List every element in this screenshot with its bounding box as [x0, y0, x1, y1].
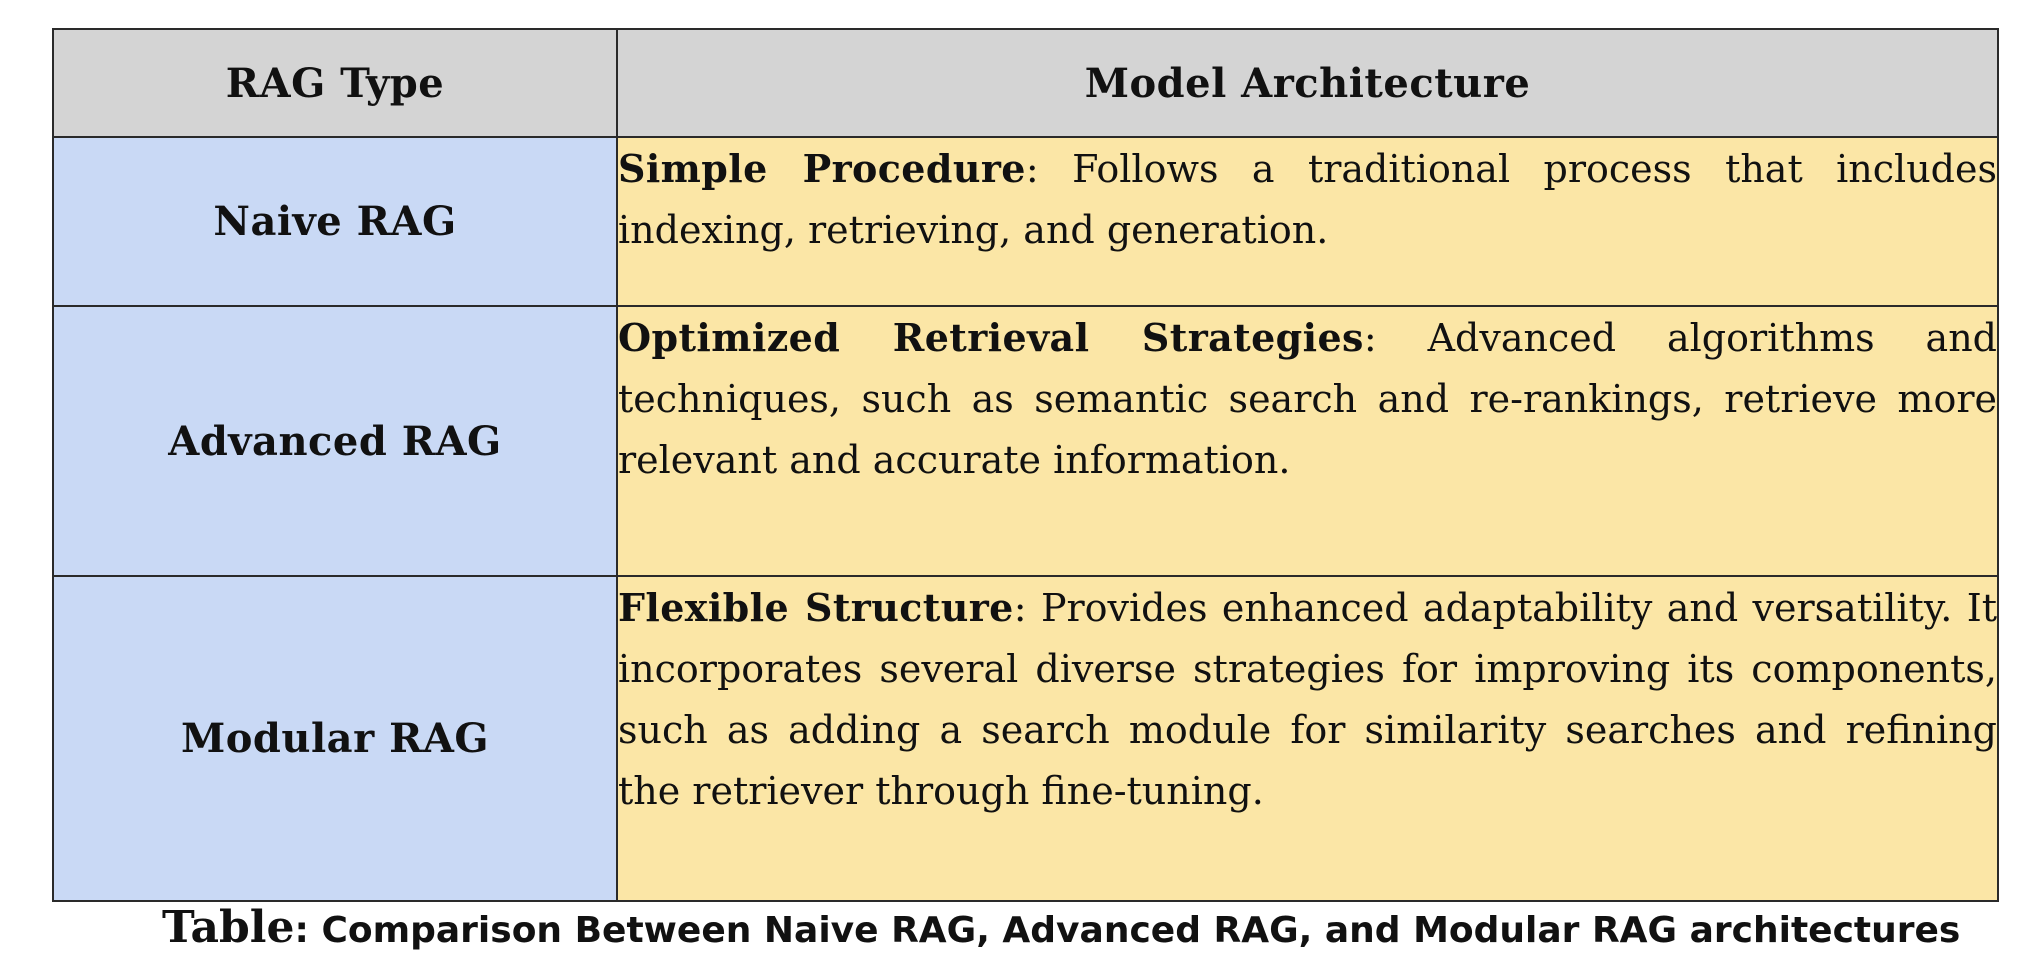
architecture-cell: Optimized Retrieval Strategies: Advanced…	[616, 305, 1999, 577]
table-header-row: RAG Type Model Architecture	[52, 28, 1999, 138]
architecture-title: Simple Procedure	[618, 146, 1026, 191]
rag-type-cell: Modular RAG	[52, 575, 618, 902]
table-caption: Table: Comparison Between Naive RAG, Adv…	[162, 902, 1960, 953]
header-rag-type: RAG Type	[52, 28, 618, 138]
architecture-description: : Follows a traditional process that inc…	[618, 147, 1997, 252]
rag-type-cell: Advanced RAG	[52, 305, 618, 577]
caption-label: Table	[162, 902, 295, 953]
architecture-description: : Provides enhanced adaptability and ver…	[618, 586, 1997, 813]
table-row: Advanced RAG Optimized Retrieval Strateg…	[52, 305, 1999, 577]
architecture-title: Optimized Retrieval Strategies	[618, 315, 1364, 360]
table-row: Naive RAG Simple Procedure: Follows a tr…	[52, 136, 1999, 307]
architecture-cell: Flexible Structure: Provides enhanced ad…	[616, 575, 1999, 902]
rag-type-cell: Naive RAG	[52, 136, 618, 307]
architecture-cell: Simple Procedure: Follows a traditional …	[616, 136, 1999, 307]
rag-comparison-table: RAG Type Model Architecture Naive RAG Si…	[52, 28, 1999, 902]
table-row: Modular RAG Flexible Structure: Provides…	[52, 575, 1999, 902]
header-model-architecture: Model Architecture	[616, 28, 1999, 138]
architecture-title: Flexible Structure	[618, 585, 1014, 630]
caption-text: : Comparison Between Naive RAG, Advanced…	[294, 910, 1961, 951]
architecture-description: : Advanced algorithms and techniques, su…	[618, 316, 1997, 482]
